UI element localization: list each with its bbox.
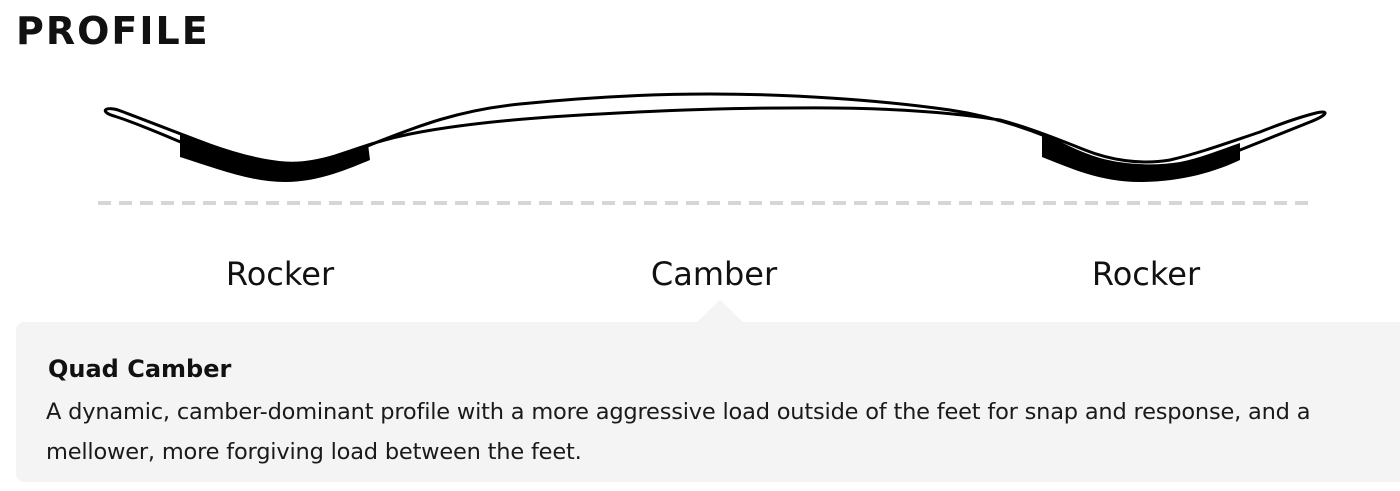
board-body <box>103 92 1327 172</box>
zone-label-rocker-right: Rocker <box>1091 255 1201 293</box>
info-title: Quad Camber <box>48 355 232 383</box>
rocker-zone-right <box>1042 135 1240 182</box>
info-panel: Quad Camber A dynamic, camber-dominant p… <box>16 322 1400 482</box>
board-profile-diagram <box>98 92 1327 205</box>
section-title: PROFILE <box>16 9 210 53</box>
rocker-zone-left <box>180 133 370 182</box>
info-description: A dynamic, camber-dominant profile with … <box>46 399 1311 465</box>
zone-label-rocker-left: Rocker <box>225 255 335 293</box>
zone-label-camber: Camber <box>650 255 778 293</box>
